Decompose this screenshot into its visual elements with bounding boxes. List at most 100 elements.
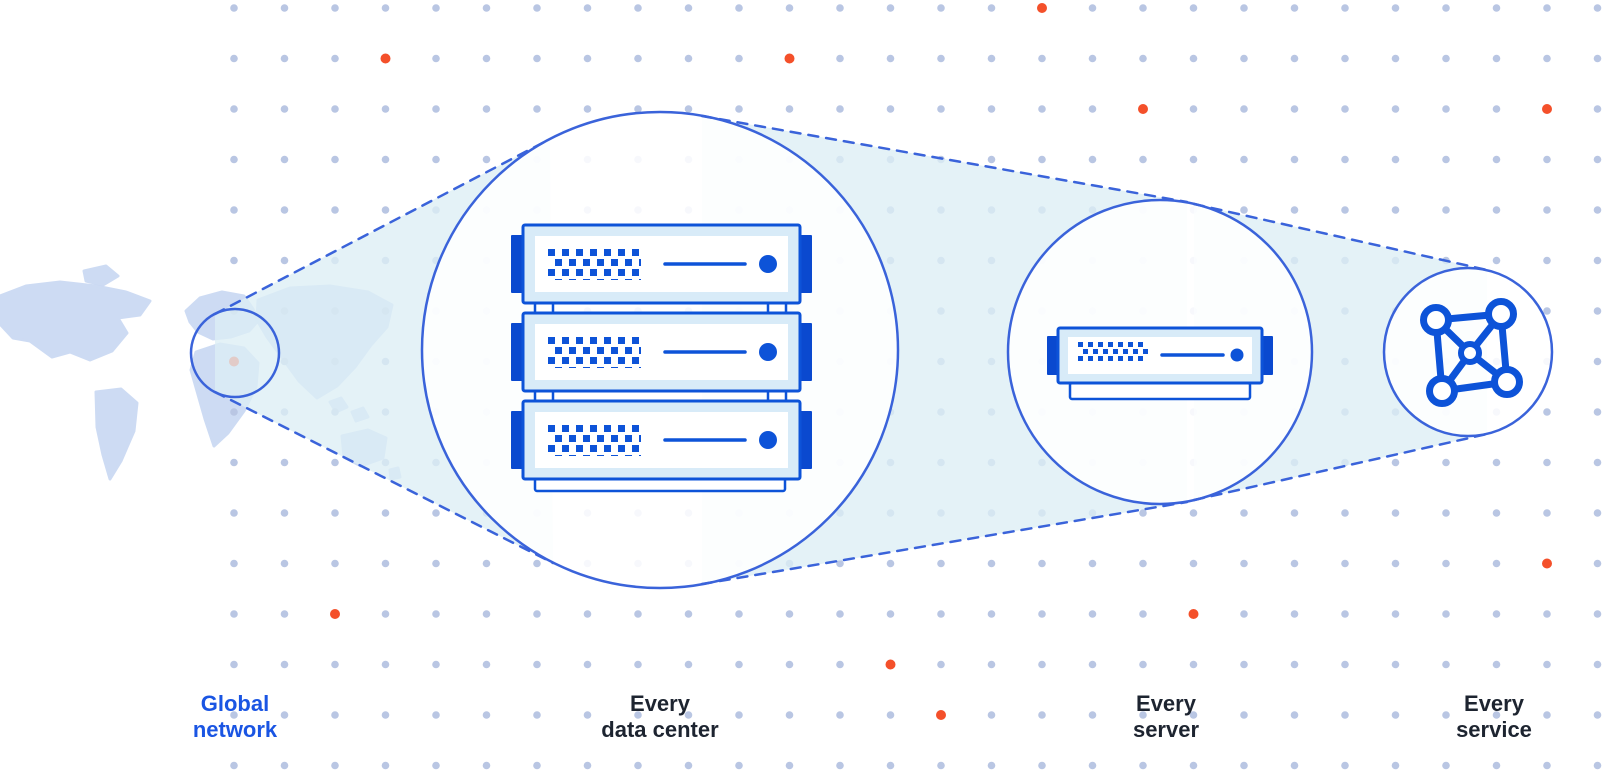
grid-dot	[1088, 155, 1097, 164]
grid-dot	[1492, 54, 1501, 63]
grid-dot	[1139, 610, 1147, 618]
grid-dot	[1290, 509, 1299, 517]
grid-dot	[684, 660, 693, 669]
grid-dot	[1543, 54, 1551, 63]
grid-dot	[1240, 155, 1248, 164]
grid-dot	[1189, 54, 1198, 63]
grid-dot	[381, 155, 390, 164]
grid-dot	[482, 155, 491, 164]
grid-dot	[331, 660, 339, 669]
grid-dot	[1442, 761, 1450, 770]
accent-dot	[1138, 104, 1148, 114]
grid-dot	[1341, 610, 1349, 618]
grid-dot	[583, 4, 592, 12]
grid-dot	[533, 105, 541, 113]
grid-dot	[1543, 458, 1551, 467]
grid-dot	[230, 761, 238, 770]
zoom-connector-dashes	[213, 114, 1489, 586]
grid-dot	[987, 660, 996, 669]
grid-dot	[1341, 155, 1349, 164]
grid-dot	[886, 4, 895, 12]
grid-dot	[1593, 307, 1602, 315]
grid-dot	[230, 54, 238, 63]
grid-dot	[1240, 206, 1248, 214]
grid-dot	[1543, 4, 1551, 12]
grid-dot	[1442, 660, 1450, 669]
grid-dot	[432, 711, 440, 719]
grid-dot	[1189, 509, 1198, 517]
grid-dot	[1593, 54, 1602, 63]
grid-dot	[230, 559, 238, 568]
grid-dot	[432, 155, 440, 164]
grid-dot	[634, 4, 642, 12]
grid-dot	[1341, 206, 1349, 214]
grid-dot	[836, 610, 844, 618]
grid-dot	[1391, 206, 1400, 214]
grid-dot	[1391, 761, 1400, 770]
accent-dot	[936, 710, 946, 720]
grid-dot	[1391, 155, 1400, 164]
grid-dot	[1492, 155, 1501, 164]
grid-dot	[533, 610, 541, 618]
grid-dot	[331, 711, 339, 719]
label-every-server: Every server	[1133, 691, 1200, 742]
grid-dot	[533, 559, 541, 568]
grid-dot	[684, 761, 693, 770]
grid-dot	[1391, 458, 1400, 467]
grid-dot	[1189, 105, 1198, 113]
grid-dot	[1341, 761, 1349, 770]
label-global-network: Global network	[193, 691, 278, 742]
grid-dot	[381, 660, 390, 669]
grid-dot	[1442, 509, 1450, 517]
grid-dot	[1593, 458, 1602, 467]
grid-dot	[937, 559, 945, 568]
grid-dot	[280, 105, 289, 113]
grid-dot	[432, 761, 440, 770]
grid-dot	[785, 761, 794, 770]
grid-dot	[1593, 761, 1602, 770]
grid-dot	[432, 105, 440, 113]
grid-dot	[1593, 610, 1602, 618]
grid-dot	[1088, 559, 1097, 568]
grid-dot	[1139, 711, 1147, 719]
grid-dot	[381, 761, 390, 770]
label-line: Global	[201, 691, 269, 716]
label-every-data-center: Every data center	[601, 691, 719, 742]
grid-dot	[987, 4, 996, 12]
grid-dot	[1290, 660, 1299, 669]
grid-dot	[381, 206, 390, 214]
grid-dot	[1139, 559, 1147, 568]
grid-dot	[1240, 711, 1248, 719]
grid-dot	[432, 559, 440, 568]
grid-dot	[280, 54, 289, 63]
grid-dot	[230, 155, 238, 164]
grid-dot	[533, 660, 541, 669]
grid-dot	[1492, 458, 1501, 467]
grid-dot	[1189, 761, 1198, 770]
grid-dot	[1341, 711, 1349, 719]
grid-dot	[1189, 155, 1198, 164]
grid-dot	[1139, 155, 1147, 164]
grid-dot	[432, 509, 440, 517]
grid-dot	[1290, 559, 1299, 568]
grid-dot	[785, 660, 794, 669]
grid-dot	[1442, 711, 1450, 719]
grid-dot	[1240, 610, 1248, 618]
grid-dot	[1290, 54, 1299, 63]
grid-dot	[1240, 761, 1248, 770]
grid-dot	[230, 458, 238, 467]
grid-dot	[886, 761, 895, 770]
grid-dot	[684, 610, 693, 618]
grid-dot	[533, 54, 541, 63]
grid-dot	[1290, 4, 1299, 12]
label-line: data center	[601, 717, 719, 742]
grid-dot	[1088, 54, 1097, 63]
grid-dot	[583, 711, 592, 719]
grid-dot	[836, 559, 844, 568]
grid-dot	[482, 54, 491, 63]
grid-dot	[1088, 711, 1097, 719]
grid-dot	[230, 408, 238, 416]
grid-dot	[634, 711, 642, 719]
grid-dot	[735, 105, 743, 113]
